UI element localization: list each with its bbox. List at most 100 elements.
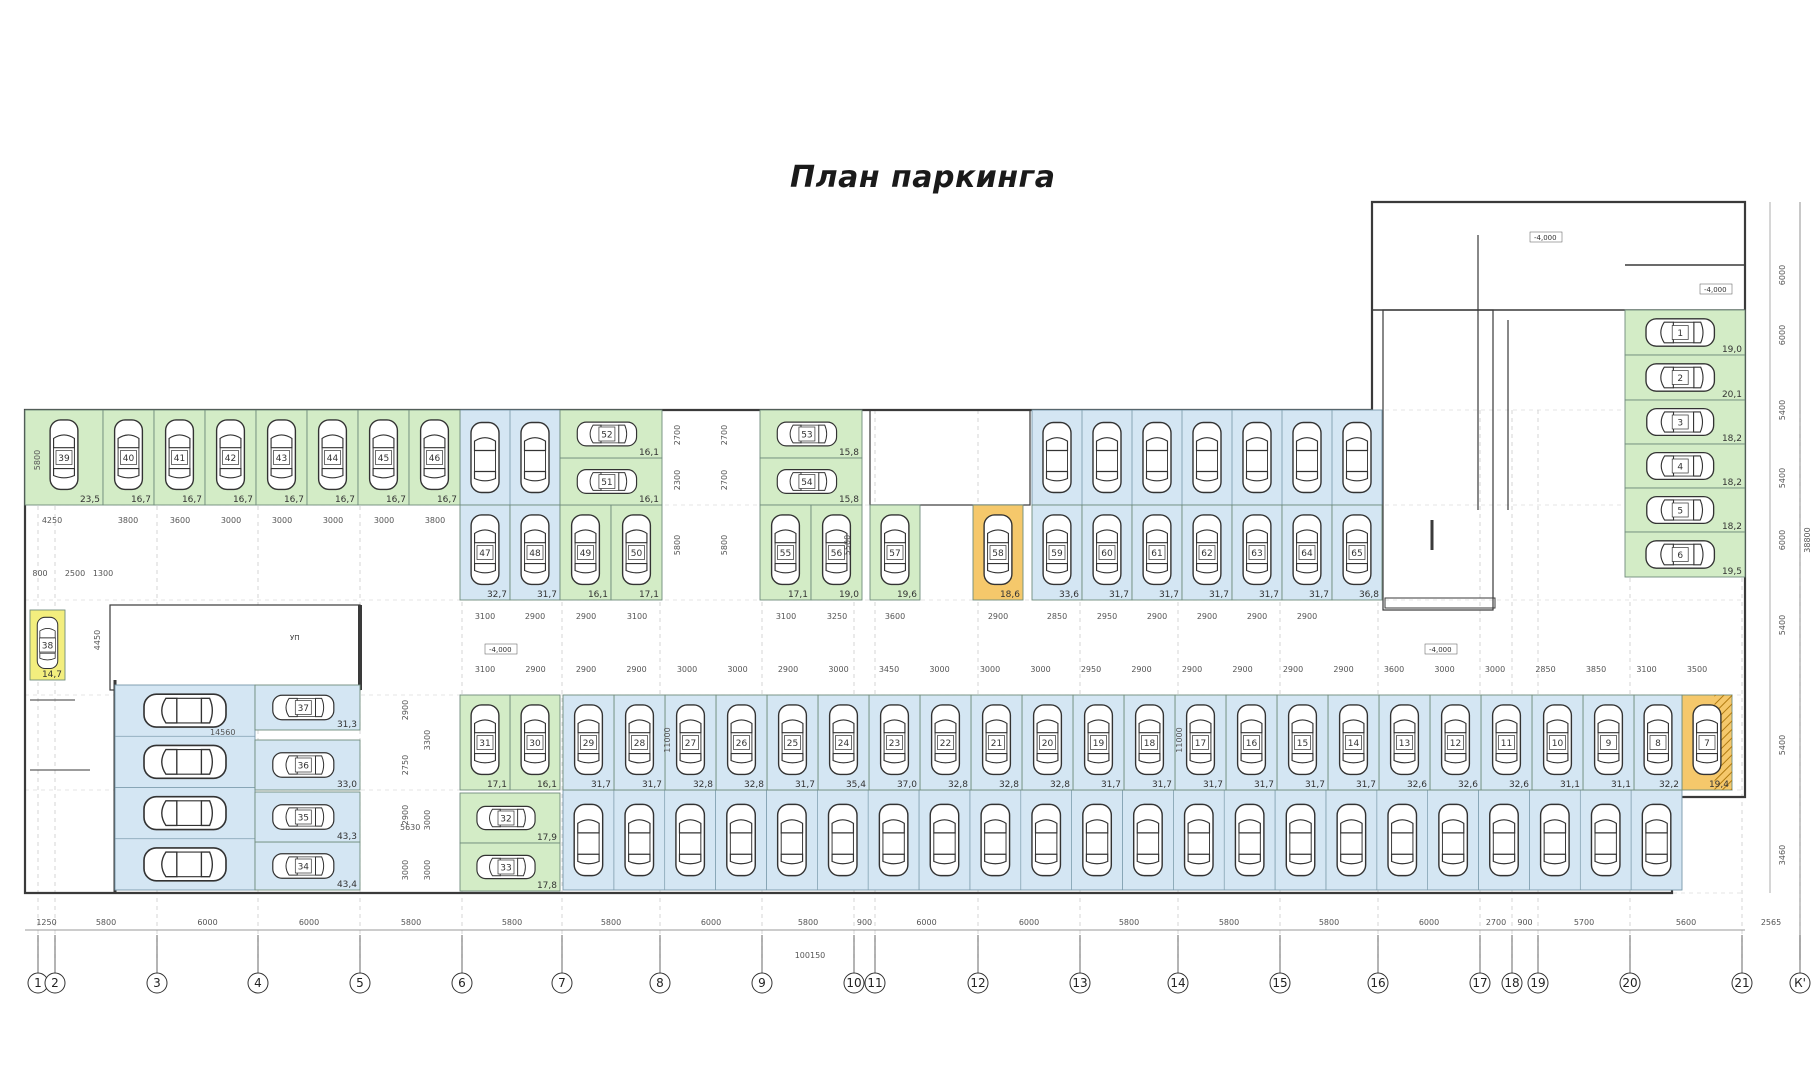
dimension-value: 11000 xyxy=(663,727,672,752)
space-area: 16,1 xyxy=(588,590,608,600)
space-area: 33,6 xyxy=(1059,590,1079,600)
parking-space[interactable]: 418,2 xyxy=(1624,443,1746,489)
dimension-value: 3000 xyxy=(401,860,410,880)
space-number: 3 xyxy=(1677,419,1683,429)
car-top-view-icon xyxy=(1234,803,1265,877)
dimension-value: 3000 xyxy=(727,665,747,674)
dimension-value: 3850 xyxy=(1586,665,1606,674)
space-area: 16,7 xyxy=(182,495,202,505)
space-area: 31,7 xyxy=(1159,590,1179,600)
dimension-value: 3000 xyxy=(272,516,292,525)
dimension-value: 800 xyxy=(32,569,47,578)
axis-bubble xyxy=(967,972,989,994)
axis-label: К' xyxy=(1794,976,1806,990)
parking-space[interactable]: 619,5 xyxy=(1624,531,1746,578)
space-area: 32,7 xyxy=(487,590,507,600)
parking-space[interactable]: 719,4 xyxy=(1681,694,1733,791)
axis-label: 21 xyxy=(1734,976,1749,990)
space-number: 36 xyxy=(298,762,310,772)
space-area: 17,1 xyxy=(788,590,808,600)
dimension-value: 3000 xyxy=(374,516,394,525)
parking-space[interactable]: 518,2 xyxy=(1624,487,1746,533)
parking-space[interactable]: 21 32,8 xyxy=(970,694,1023,791)
parking-space[interactable]: 931,1 xyxy=(1582,694,1635,791)
parking-space[interactable]: 832,2 xyxy=(1633,694,1683,791)
dimension-value: 3600 xyxy=(170,516,190,525)
dimension-value: 5400 xyxy=(1778,615,1787,635)
space-number-box xyxy=(294,700,312,715)
parking-space[interactable]: 318,2 xyxy=(1624,399,1746,445)
space-number: 20 xyxy=(1042,739,1054,749)
space-number: 21 xyxy=(991,739,1002,749)
space-area: 32,8 xyxy=(999,780,1019,790)
space-number: 43 xyxy=(276,454,287,464)
dimension-value: 3000 xyxy=(929,665,949,674)
parking-space[interactable]: 220,1 xyxy=(1624,354,1746,401)
space-number-box xyxy=(1600,735,1617,750)
car-top-view-icon xyxy=(1142,421,1172,494)
overall-dimension-vertical: 38800 xyxy=(1803,527,1812,552)
space-area: 31,7 xyxy=(591,780,611,790)
space-number: 4 xyxy=(1677,463,1683,473)
space-number: 53 xyxy=(801,431,812,441)
parking-space[interactable]: 119,0 xyxy=(1624,309,1746,356)
dimension-value: 3000 xyxy=(1485,665,1505,674)
